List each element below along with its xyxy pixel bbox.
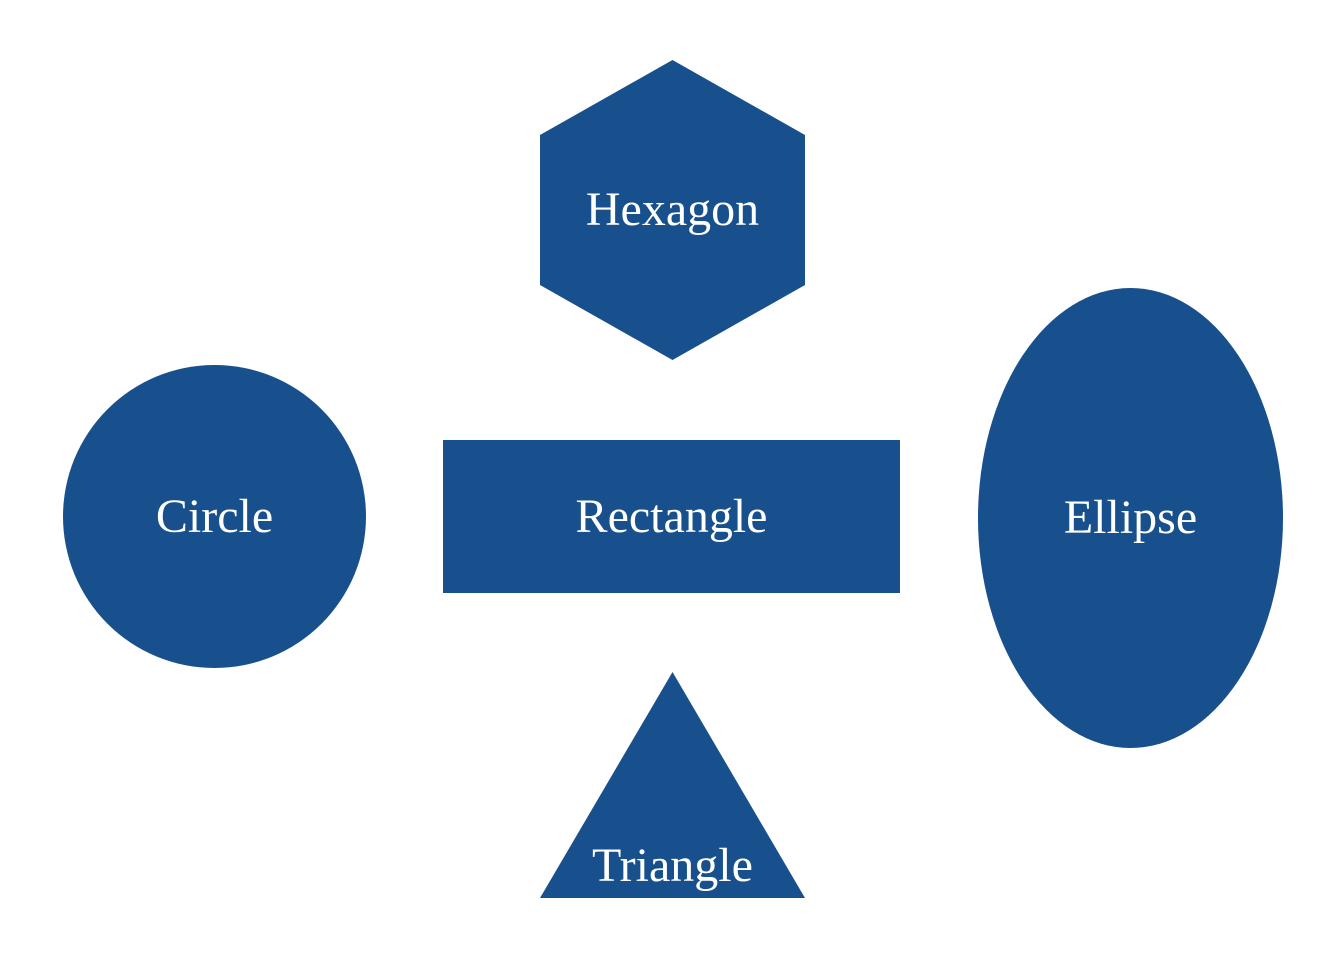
ellipse-label: Ellipse (1063, 491, 1198, 544)
rectangle-label: Rectangle (575, 489, 768, 543)
triangle-shape[interactable]: Triangle (540, 672, 805, 898)
hexagon-shape[interactable]: Hexagon (540, 60, 805, 360)
ellipse-shape[interactable]: Ellipse (978, 288, 1283, 748)
rectangle-shape[interactable]: Rectangle (443, 440, 900, 593)
hexagon-label: Hexagon (585, 183, 760, 236)
triangle-label: Triangle (592, 839, 753, 892)
circle-shape[interactable]: Circle (63, 365, 366, 668)
circle-label: Circle (155, 489, 274, 543)
